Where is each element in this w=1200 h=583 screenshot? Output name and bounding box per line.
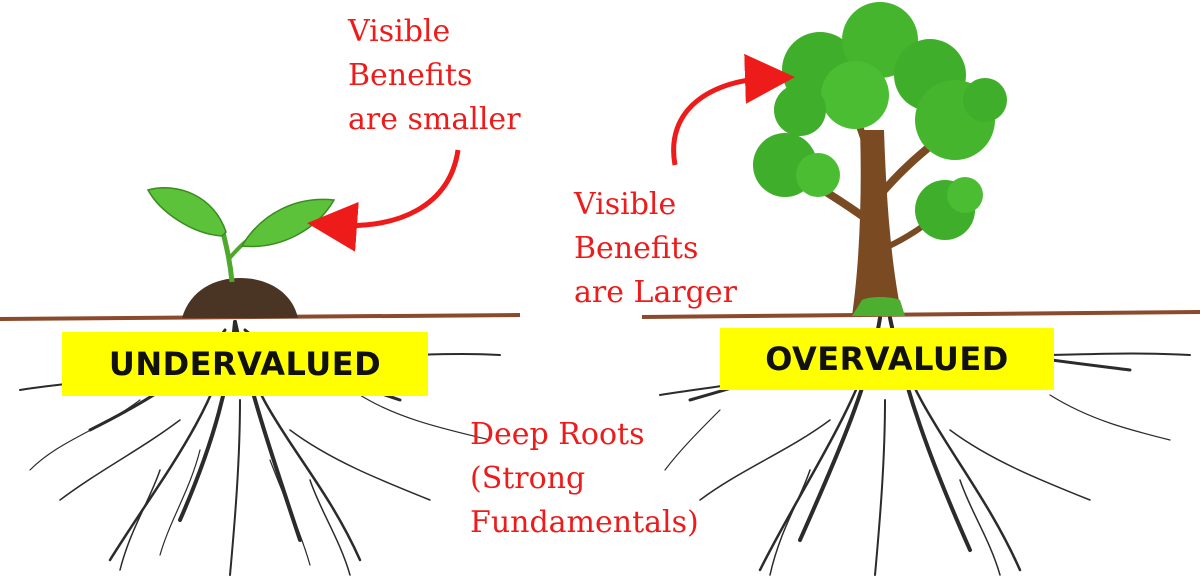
- label-overvalued: OVERVALUED: [720, 328, 1054, 390]
- label-undervalued: UNDERVALUED: [62, 332, 428, 396]
- note-deep-roots: Deep Roots (Strong Fundamentals): [470, 417, 699, 540]
- sapling-leaf-left: [146, 187, 227, 237]
- label-overvalued-text: OVERVALUED: [765, 340, 1009, 378]
- sapling-leaf-right: [240, 198, 336, 248]
- arrow-to-tree: [671, 53, 795, 166]
- tree-trunk: [852, 130, 902, 316]
- arrow-to-sapling: [307, 149, 461, 252]
- ground-line-right: [641, 310, 1200, 319]
- soil-mound: [182, 278, 298, 318]
- note-small-benefits: Visible Benefits are smaller: [348, 14, 521, 137]
- label-undervalued-text: UNDERVALUED: [108, 345, 382, 383]
- sapling: [146, 187, 336, 318]
- note-large-benefits: Visible Benefits are Larger: [574, 187, 737, 310]
- tree: [753, 2, 1007, 316]
